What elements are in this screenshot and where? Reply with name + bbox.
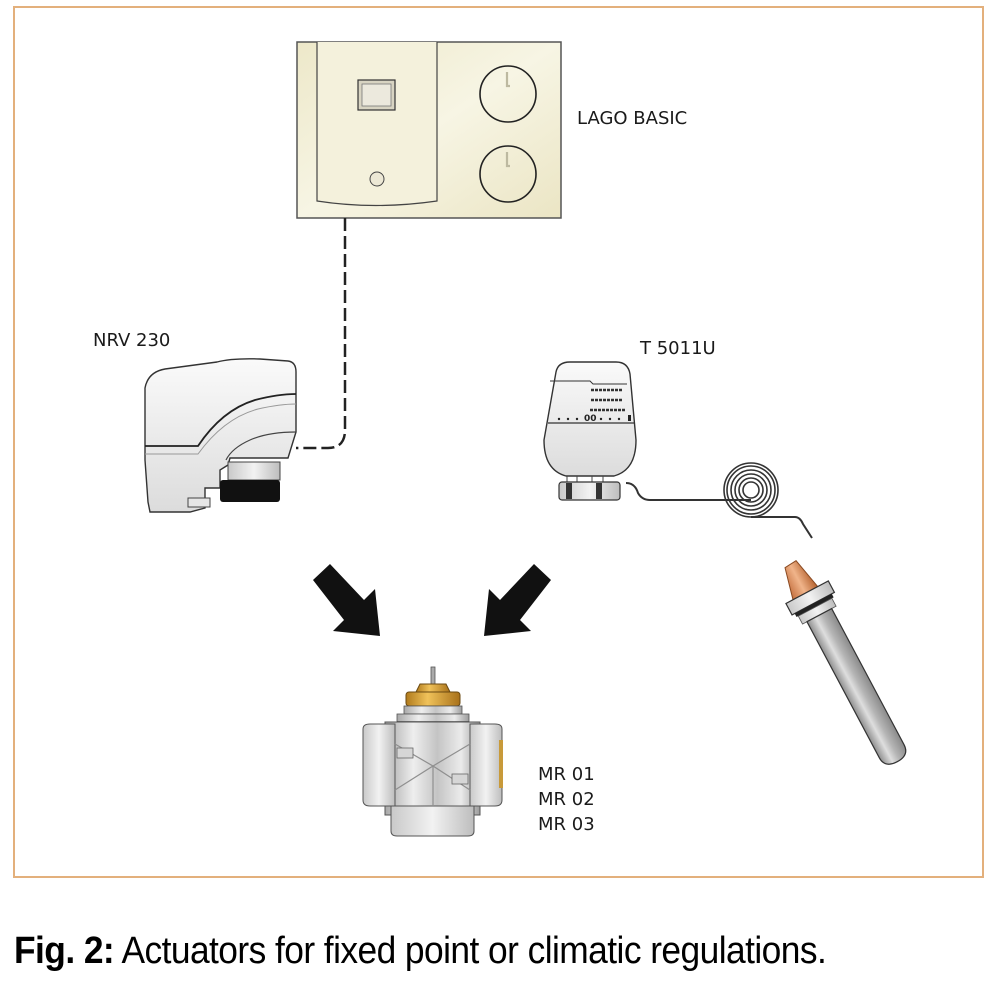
actuator-coupling (227, 461, 281, 481)
arrow-from-t5011u-icon (484, 564, 551, 636)
figure-caption: Fig. 2: Actuators for fixed point or cli… (14, 930, 827, 973)
label-mr-03: MR 03 (538, 814, 595, 835)
label-nrv-230: NRV 230 (93, 330, 171, 351)
control-cable-dashed (296, 218, 347, 450)
head-mounting-nut (558, 481, 621, 501)
immersion-sensor-probe (784, 560, 907, 765)
valve-port-left (362, 723, 396, 807)
label-mr-valves: MR 01 MR 02 MR 03 (538, 762, 595, 837)
svg-text:00: 00 (584, 414, 597, 424)
label-t5011u: T 5011U (640, 338, 716, 359)
valve-port-right (469, 723, 503, 807)
label-mr-01: MR 01 (538, 764, 595, 785)
capillary-tube (625, 462, 813, 539)
mr-three-way-valve (362, 666, 503, 837)
valve-port-bottom (390, 805, 475, 837)
valve-brass-gland (405, 691, 461, 707)
display-screen (361, 83, 392, 107)
sensor-well-tube (806, 607, 907, 765)
caption-text: Actuators for fixed point or climatic re… (114, 930, 827, 972)
actuator-nut-black (220, 480, 280, 502)
label-mr-02: MR 02 (538, 789, 595, 810)
setpoint-knob-top (479, 65, 537, 123)
valve-stem (430, 666, 436, 686)
arrow-from-nrv-icon (313, 564, 380, 636)
setpoint-knob-bottom (479, 145, 537, 203)
label-lago-basic: LAGO BASIC (577, 108, 688, 129)
lago-basic-controller (296, 41, 562, 219)
actuator-cable-gland (187, 497, 211, 508)
indicator-led-icon (369, 171, 385, 187)
controller-front-panel (316, 42, 438, 207)
nrv-230-actuator (144, 358, 297, 513)
t5011u-thermostatic-head: 00 (543, 361, 637, 501)
caption-prefix: Fig. 2: (14, 930, 115, 972)
